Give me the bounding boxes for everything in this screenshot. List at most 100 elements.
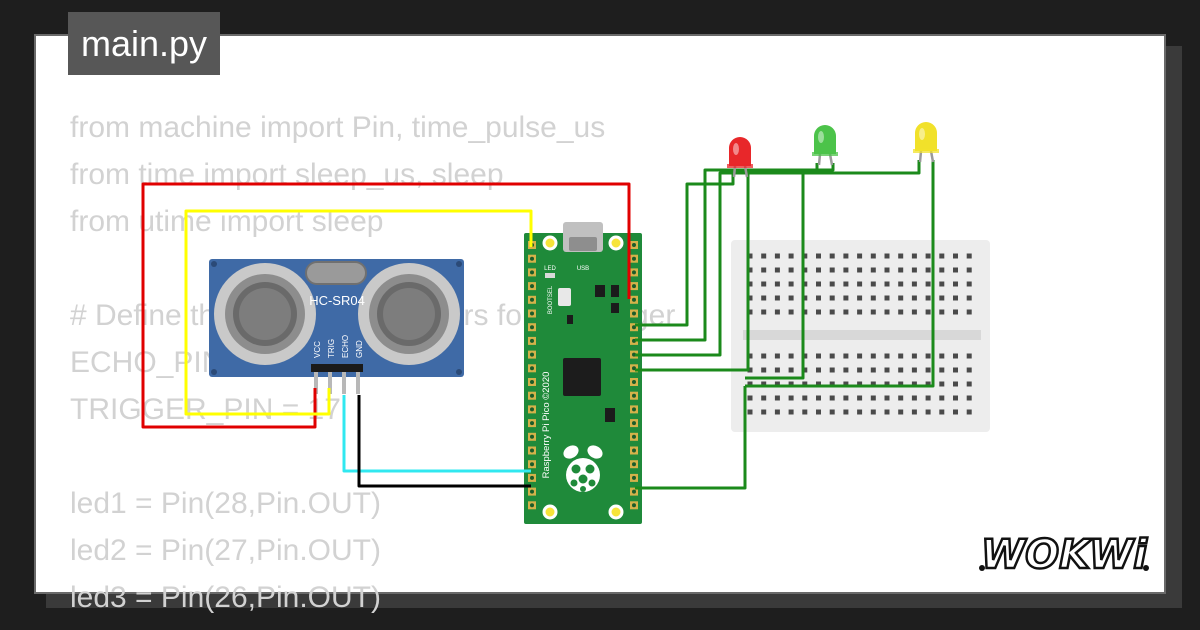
breadboard-hole[interactable] xyxy=(870,267,876,273)
breadboard-hole[interactable] xyxy=(884,409,890,415)
breadboard-hole[interactable] xyxy=(870,281,876,287)
breadboard-hole[interactable] xyxy=(884,395,890,401)
breadboard-hole[interactable] xyxy=(829,353,835,359)
breadboard-hole[interactable] xyxy=(843,381,849,387)
breadboard-hole[interactable] xyxy=(843,353,849,359)
breadboard-hole[interactable] xyxy=(788,253,794,259)
breadboard-hole[interactable] xyxy=(939,309,945,315)
breadboard-hole[interactable] xyxy=(816,409,821,415)
breadboard-hole[interactable] xyxy=(898,367,904,373)
breadboard-hole[interactable] xyxy=(966,367,972,373)
wire-led1[interactable] xyxy=(635,170,735,327)
breadboard-hole[interactable] xyxy=(925,309,931,315)
breadboard-hole[interactable] xyxy=(788,381,794,387)
breadboard-hole[interactable] xyxy=(884,309,890,315)
breadboard-hole[interactable] xyxy=(870,395,876,401)
wire-trigger[interactable] xyxy=(184,209,533,416)
breadboard-hole[interactable] xyxy=(761,395,767,401)
breadboard-hole[interactable] xyxy=(966,353,972,359)
breadboard-hole[interactable] xyxy=(966,395,972,401)
breadboard-hole[interactable] xyxy=(898,295,904,301)
breadboard-hole[interactable] xyxy=(802,309,808,315)
breadboard-hole[interactable] xyxy=(774,253,780,259)
breadboard-hole[interactable] xyxy=(761,409,767,415)
breadboard-hole[interactable] xyxy=(939,353,945,359)
breadboard-hole[interactable] xyxy=(829,381,835,387)
breadboard-hole[interactable] xyxy=(829,281,835,287)
breadboard-hole[interactable] xyxy=(802,295,808,301)
breadboard-hole[interactable] xyxy=(816,367,821,373)
breadboard-hole[interactable] xyxy=(898,381,904,387)
breadboard-hole[interactable] xyxy=(747,353,753,359)
breadboard-hole[interactable] xyxy=(857,253,863,259)
breadboard-hole[interactable] xyxy=(747,309,753,315)
breadboard-hole[interactable] xyxy=(829,295,835,301)
breadboard-hole[interactable] xyxy=(774,309,780,315)
breadboard-hole[interactable] xyxy=(884,367,890,373)
breadboard-hole[interactable] xyxy=(857,281,863,287)
breadboard-hole[interactable] xyxy=(843,395,849,401)
breadboard-hole[interactable] xyxy=(788,353,794,359)
breadboard-hole[interactable] xyxy=(925,353,931,359)
breadboard-hole[interactable] xyxy=(802,381,808,387)
breadboard-hole[interactable] xyxy=(774,367,780,373)
breadboard-hole[interactable] xyxy=(816,395,821,401)
breadboard-hole[interactable] xyxy=(911,409,917,415)
breadboard-hole[interactable] xyxy=(857,309,863,315)
breadboard-hole[interactable] xyxy=(774,295,780,301)
breadboard-hole[interactable] xyxy=(761,267,767,273)
wire-echo[interactable] xyxy=(342,395,531,473)
wire-led2-cathode[interactable] xyxy=(745,163,835,380)
breadboard-hole[interactable] xyxy=(816,309,821,315)
breadboard-hole[interactable] xyxy=(802,353,808,359)
breadboard-hole[interactable] xyxy=(870,309,876,315)
wire-led2[interactable] xyxy=(635,163,819,342)
breadboard-hole[interactable] xyxy=(953,295,958,301)
breadboard-hole[interactable] xyxy=(925,367,931,373)
breadboard-hole[interactable] xyxy=(898,395,904,401)
breadboard-hole[interactable] xyxy=(816,253,821,259)
breadboard-hole[interactable] xyxy=(911,253,917,259)
breadboard-hole[interactable] xyxy=(802,367,808,373)
breadboard-hole[interactable] xyxy=(939,367,945,373)
breadboard-hole[interactable] xyxy=(761,295,767,301)
breadboard-hole[interactable] xyxy=(747,267,753,273)
breadboard-hole[interactable] xyxy=(939,295,945,301)
breadboard-hole[interactable] xyxy=(747,367,753,373)
breadboard-hole[interactable] xyxy=(816,295,821,301)
breadboard-hole[interactable] xyxy=(884,253,890,259)
breadboard-hole[interactable] xyxy=(802,395,808,401)
breadboard-hole[interactable] xyxy=(911,381,917,387)
breadboard-hole[interactable] xyxy=(966,267,972,273)
breadboard-hole[interactable] xyxy=(788,281,794,287)
breadboard-hole[interactable] xyxy=(843,281,849,287)
breadboard-hole[interactable] xyxy=(747,409,753,415)
breadboard-hole[interactable] xyxy=(939,281,945,287)
breadboard-hole[interactable] xyxy=(761,381,767,387)
breadboard-hole[interactable] xyxy=(843,409,849,415)
breadboard-hole[interactable] xyxy=(774,409,780,415)
breadboard-hole[interactable] xyxy=(843,253,849,259)
breadboard-hole[interactable] xyxy=(774,381,780,387)
breadboard-hole[interactable] xyxy=(911,295,917,301)
breadboard-hole[interactable] xyxy=(788,295,794,301)
breadboard-hole[interactable] xyxy=(925,409,931,415)
breadboard-hole[interactable] xyxy=(788,267,794,273)
breadboard-hole[interactable] xyxy=(843,309,849,315)
breadboard-hole[interactable] xyxy=(857,409,863,415)
breadboard-hole[interactable] xyxy=(898,281,904,287)
bootsel-button[interactable] xyxy=(558,288,571,306)
breadboard-hole[interactable] xyxy=(829,367,835,373)
led-red[interactable] xyxy=(727,137,753,178)
breadboard-hole[interactable] xyxy=(802,267,808,273)
breadboard-hole[interactable] xyxy=(953,367,958,373)
breadboard-hole[interactable] xyxy=(843,295,849,301)
breadboard-hole[interactable] xyxy=(911,267,917,273)
breadboard-hole[interactable] xyxy=(953,267,958,273)
breadboard-hole[interactable] xyxy=(898,309,904,315)
breadboard-hole[interactable] xyxy=(774,353,780,359)
wire-ground[interactable] xyxy=(357,395,531,488)
breadboard-hole[interactable] xyxy=(857,267,863,273)
breadboard-hole[interactable] xyxy=(761,353,767,359)
breadboard-hole[interactable] xyxy=(953,309,958,315)
